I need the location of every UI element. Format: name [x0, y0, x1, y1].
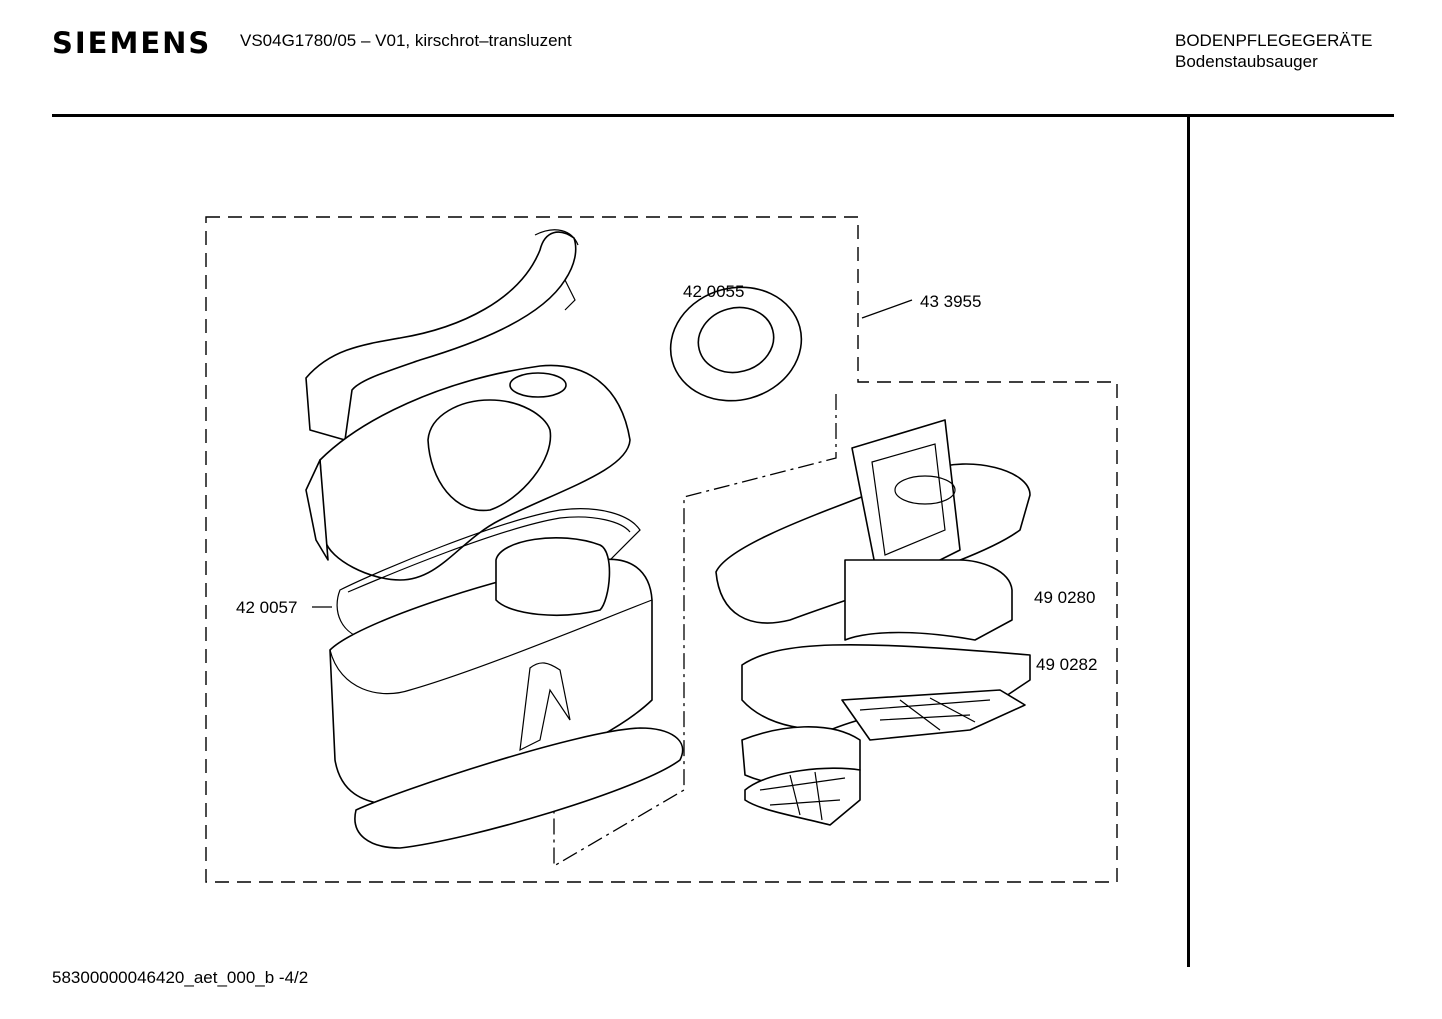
- filter-part-490280: [741, 559, 1031, 731]
- base-plate-part: [354, 727, 684, 849]
- brand-logo: SIEMENS: [52, 26, 212, 60]
- part-label-490280: 49 0280: [1034, 588, 1095, 607]
- part-label-490282: 49 0282: [1036, 655, 1097, 674]
- filter-housing-part: [715, 419, 1031, 624]
- part-label-433955: 43 3955: [920, 292, 981, 311]
- side-divider: [1187, 117, 1190, 967]
- lid-part: [305, 364, 631, 581]
- part-label-420055: 42 0055: [683, 282, 744, 301]
- category-label: BODENPFLEGEGERÄTE: [1175, 31, 1373, 50]
- assembly-boundary: [205, 216, 1118, 883]
- header-divider: [52, 114, 1394, 117]
- document-id: 58300000046420_aet_000_b -4/2: [52, 968, 309, 987]
- leader-433955: [861, 299, 913, 319]
- model-title: VS04G1780/05 – V01, kirschrot–transluzen…: [240, 31, 572, 50]
- part-label-420057: 42 0057: [236, 598, 297, 617]
- dash-dot-line: [553, 394, 837, 868]
- handle-part: [305, 229, 579, 441]
- gasket-ring-part: [669, 286, 803, 402]
- filter-grid-part-490282: [741, 689, 1026, 826]
- subcategory-label: Bodenstaubsauger: [1175, 52, 1318, 71]
